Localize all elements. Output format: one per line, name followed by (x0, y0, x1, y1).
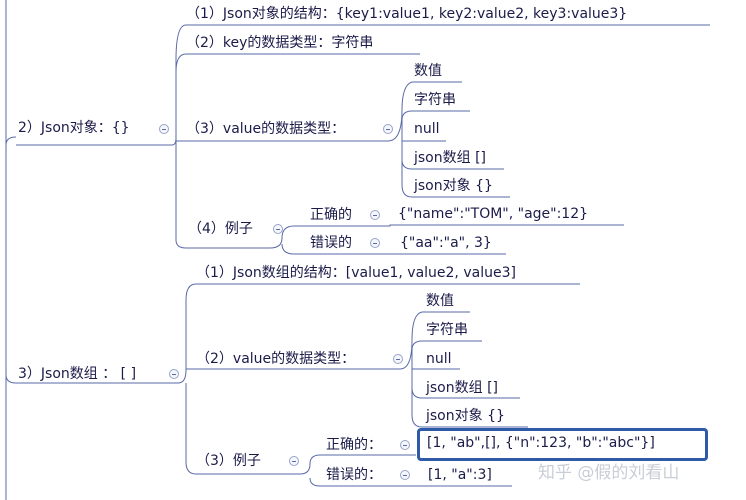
s1-c2-line (175, 53, 420, 73)
s2-ex-fan (299, 454, 400, 487)
section-json-object: 2）Json对象：{} (18, 120, 130, 136)
json-object-key-type: （2）key的数据类型：字符串 (186, 35, 374, 51)
collapse-icon[interactable] (169, 369, 179, 379)
collapse-icon[interactable] (383, 124, 393, 134)
root-branch-arr (5, 374, 17, 384)
json-object-structure: （1）Json对象的结构：{key1:value1, key2:value2, … (186, 6, 628, 22)
json-object-examples: （4）例子 (188, 221, 253, 237)
collapse-icon[interactable] (159, 124, 169, 134)
s2-trunk (177, 283, 197, 475)
example-wrong-value: {"aa":"a", 3} (400, 235, 492, 251)
value-type-item: 数值 (414, 63, 442, 79)
collapse-icon[interactable] (273, 224, 283, 234)
value-type-item: 字符串 (426, 322, 468, 338)
example-correct-label: 正确的 (310, 207, 352, 223)
value-type-item: json数组 [] (426, 380, 498, 396)
highlight-box (417, 428, 708, 461)
collapse-icon[interactable] (393, 354, 403, 364)
collapse-icon[interactable] (400, 470, 410, 480)
section-json-array: 3）Json数组 ： [ ] (18, 366, 137, 382)
example-correct-value: {"name":"TOM", "age":12} (398, 206, 589, 222)
value-type-item: null (414, 121, 440, 137)
array-example-correct-label: 正确的： (326, 437, 382, 453)
s1-ex-fan (269, 225, 378, 255)
example-wrong-label: 错误的 (310, 235, 352, 251)
collapse-icon[interactable] (400, 440, 410, 450)
collapse-icon[interactable] (370, 238, 380, 248)
array-example-wrong-label: 错误的： (326, 467, 382, 483)
collapse-icon[interactable] (289, 456, 299, 466)
json-object-value-type: （3）value的数据类型： (186, 121, 346, 137)
value-type-item: null (426, 351, 452, 367)
value-type-item: 字符串 (414, 92, 456, 108)
array-example-wrong-value: [1, "a":3] (428, 467, 492, 483)
watermark: 知乎 @假的刘看山 (538, 463, 680, 483)
value-type-item: 数值 (426, 293, 454, 309)
json-array-examples: （3）例子 (196, 453, 261, 469)
collapse-icon[interactable] (370, 210, 380, 220)
json-array-structure: （1）Json数组的结构：[value1, value2, value3] (196, 265, 516, 281)
array-example-correct-value: [1, "ab",[], {"n":123, "b":"abc"}] (427, 435, 655, 451)
value-type-item: json数组 [] (414, 150, 486, 166)
json-array-value-type: （2）value的数据类型： (196, 351, 356, 367)
s2-fan (399, 311, 423, 428)
value-type-item: json对象 {} (414, 178, 493, 194)
root-branch-obj (5, 136, 17, 146)
s1-trunk (171, 24, 187, 249)
value-type-item: json对象 {} (426, 408, 505, 424)
s1-fan (387, 81, 413, 198)
